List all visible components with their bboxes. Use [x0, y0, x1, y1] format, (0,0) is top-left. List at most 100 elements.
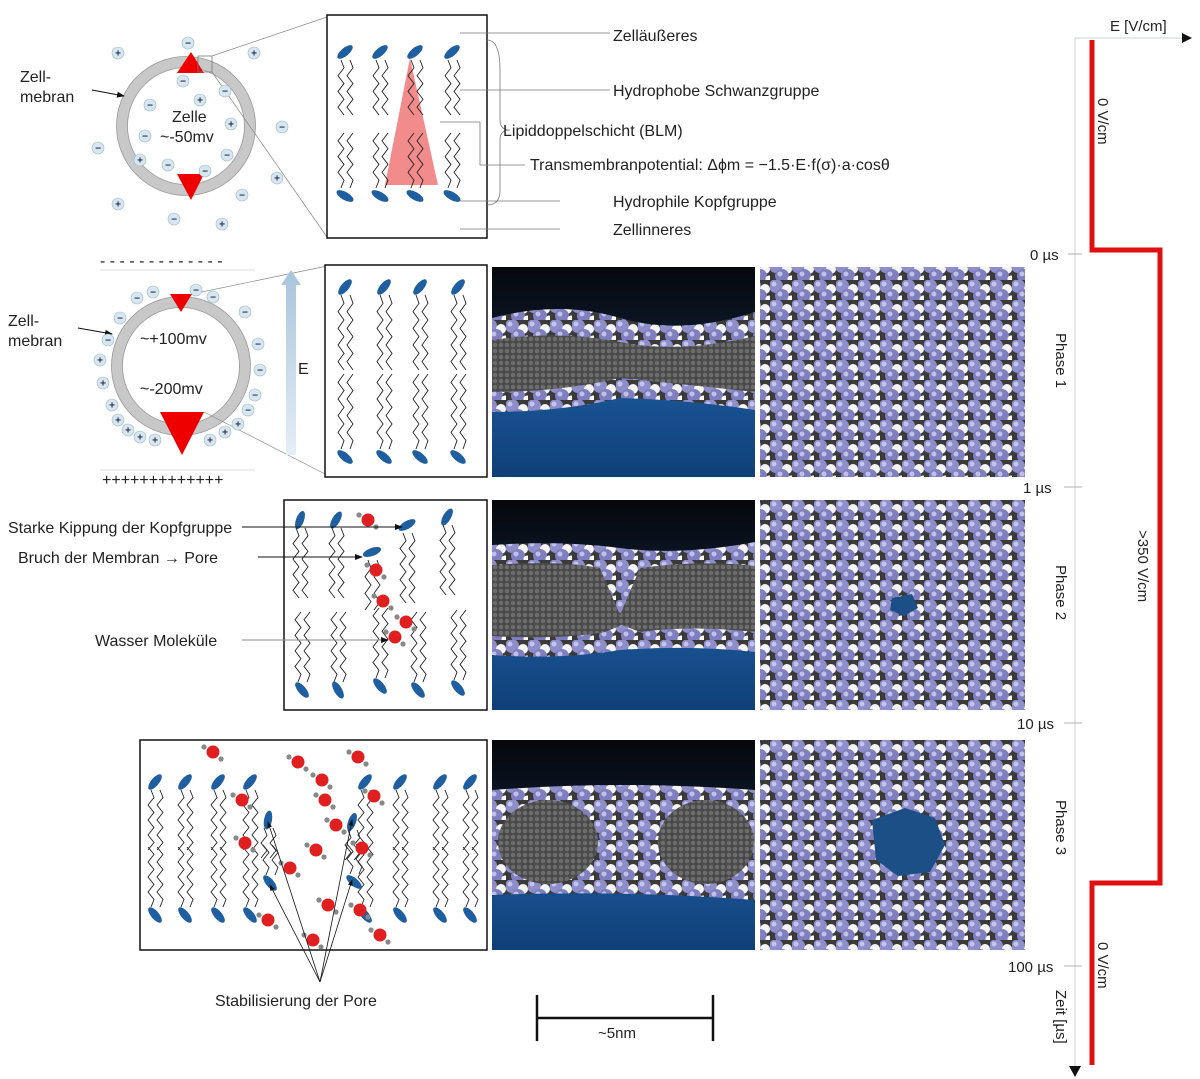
lipid-molecule	[292, 510, 309, 599]
potential-triangle-bottom	[160, 412, 204, 455]
scale-bar-label: ~5nm	[598, 1025, 636, 1042]
svg-text:−: −	[257, 366, 263, 377]
lipid-molecule	[147, 774, 164, 851]
lipid-head-icon	[451, 279, 465, 295]
lipid-head-icon	[332, 681, 344, 699]
label-head-tilt: Starke Kippung der Kopfgruppe	[8, 520, 232, 537]
positive-ion-icon: +	[133, 430, 147, 444]
lipid-molecule	[412, 279, 429, 371]
lipid-head-icon	[377, 279, 391, 295]
lipid-molecule	[330, 611, 347, 699]
membrane-label: mebran	[20, 89, 74, 106]
lipid-molecule	[450, 279, 467, 371]
scale-bar: ~5nm	[535, 995, 715, 1042]
svg-text:−: −	[245, 406, 251, 417]
lipid-molecule	[392, 846, 409, 923]
svg-text:+: +	[125, 426, 131, 437]
water-molecule-icon	[371, 593, 394, 611]
field-before-label: 0 V/cm	[1094, 98, 1111, 145]
lipid-molecule	[432, 846, 449, 923]
potential-triangle-top	[170, 294, 192, 312]
lipid-head-icon	[336, 190, 354, 202]
svg-text:−: −	[171, 215, 177, 226]
phase2-lipid-box	[283, 499, 488, 711]
positive-ion-icon: +	[247, 46, 261, 60]
arrow-icon	[77, 327, 113, 336]
md-side-view-phase1	[492, 267, 755, 477]
negative-ion-icon: −	[161, 158, 175, 172]
lipid-head-icon	[211, 907, 225, 923]
potential-triangle-top	[177, 52, 204, 73]
negative-electrode-charges: - - - - - - - - - - - - -	[100, 253, 223, 270]
svg-text:+: +	[115, 200, 121, 211]
lipid-head-icon	[372, 45, 388, 59]
lipid-molecule	[177, 774, 194, 851]
svg-text:+: +	[115, 416, 121, 427]
potential-top: ~+100mv	[140, 331, 207, 348]
positive-ion-icon: +	[203, 433, 217, 447]
svg-text:+: +	[137, 433, 143, 444]
svg-text:−: −	[224, 151, 230, 162]
positive-ion-icon: +	[148, 433, 162, 447]
label-pore-stabilization: Stabilisierung der Pore	[215, 993, 377, 1010]
lipid-molecule	[371, 132, 389, 202]
lipid-head-icon	[441, 508, 453, 526]
svg-text:−: −	[180, 77, 186, 88]
negative-ion-icon: −	[113, 311, 127, 325]
negative-ion-icon: −	[176, 74, 190, 88]
membrane-label: Zell-	[20, 69, 51, 86]
lipid-head-icon	[148, 907, 162, 923]
label-outside: Zelläußeres	[613, 28, 697, 45]
water-molecule-icon	[348, 902, 371, 920]
svg-text:−: −	[185, 39, 191, 50]
svg-text:+: +	[235, 420, 241, 431]
positive-ion-icon: +	[224, 117, 238, 131]
positive-ion-icon: +	[111, 197, 125, 211]
water-molecule-icon	[368, 927, 391, 945]
membrane-label: Zell-	[8, 313, 39, 330]
svg-text:+: +	[137, 156, 143, 167]
cell-potential: ~-50mv	[160, 129, 214, 146]
lipid-head-icon	[178, 907, 192, 923]
md-top-view-phase1	[760, 267, 1025, 477]
lipid-molecule	[432, 774, 449, 851]
negative-ion-icon: −	[189, 283, 203, 297]
field-pulse-label: >350 V/cm	[1134, 530, 1151, 602]
water-molecule-icon	[324, 817, 347, 835]
lipid-molecule	[372, 607, 389, 694]
cell-label: Zelle	[172, 109, 207, 126]
negative-ion-icon: −	[138, 129, 152, 143]
svg-text:−: −	[95, 144, 101, 155]
label-tail-group: Hydrophobe Schwanzgruppe	[613, 83, 819, 100]
time-axis-label: Zeit [µs]	[1052, 990, 1069, 1044]
water-molecule-icon	[383, 629, 406, 647]
negative-ion-icon: −	[251, 337, 265, 351]
label-membrane-rupture: Bruch der Membran → Pore	[18, 550, 218, 567]
negative-ion-icon: −	[238, 305, 252, 319]
bilayer-detail-box	[326, 14, 488, 239]
e-axis-label: E [V/cm]	[1110, 18, 1167, 35]
lipid-head-icon	[412, 450, 428, 464]
pore	[872, 808, 945, 876]
lipid-head-icon	[330, 511, 342, 529]
water-molecule-icon	[364, 562, 387, 580]
svg-text:−: −	[252, 391, 258, 402]
lipid-head-icon	[358, 774, 372, 790]
svg-text:+: +	[251, 49, 257, 60]
water-molecule-icon	[316, 897, 339, 915]
lipid-head-icon	[433, 774, 447, 790]
lipid-molecule	[177, 846, 194, 923]
svg-text:+: +	[109, 401, 115, 412]
water-molecule-icon	[313, 792, 336, 810]
lipid-head-icon	[406, 190, 424, 202]
svg-text:−: −	[255, 340, 261, 351]
positive-ion-icon: +	[121, 423, 135, 437]
positive-ion-icon: +	[215, 217, 229, 231]
field-pulse-line	[1089, 40, 1163, 1065]
lipid-molecule	[210, 846, 227, 923]
zoom-region-marker	[197, 55, 213, 73]
lipid-head-icon	[371, 190, 389, 202]
lipid-molecule	[450, 609, 467, 696]
lipid-molecule	[376, 373, 393, 464]
potential-bottom: ~-200mv	[140, 381, 203, 398]
